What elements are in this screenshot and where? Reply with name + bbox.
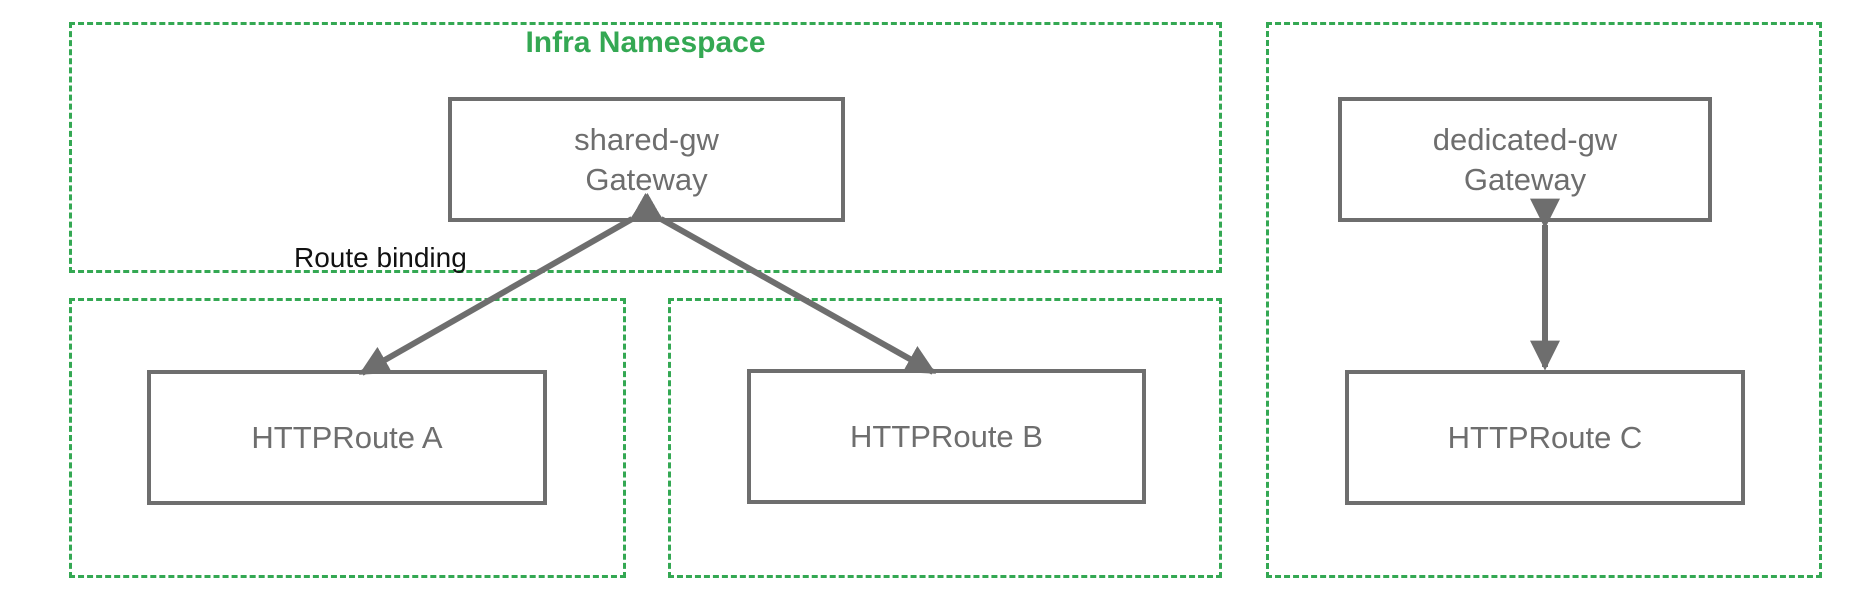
resource-box-httproute-c[interactable]: HTTPRoute C	[1345, 370, 1745, 505]
resource-kind-dedicated-gw: Gateway	[1463, 161, 1587, 197]
resource-name-dedicated-gw: dedicated-gw	[1432, 121, 1618, 157]
namespace-box-c	[1266, 22, 1822, 578]
resource-box-httproute-b[interactable]: HTTPRoute B	[747, 369, 1146, 504]
namespace-label-infra: Infra Namespace	[525, 26, 766, 59]
resource-name-httproute-a: HTTPRoute A	[251, 419, 443, 455]
resource-kind-shared-gw: Gateway	[585, 161, 708, 197]
edge-label-route-binding: Route binding	[294, 242, 467, 273]
namespace-box-a	[69, 298, 626, 578]
resource-name-shared-gw: shared-gw	[574, 121, 719, 157]
resource-box-shared-gw[interactable]: shared-gw Gateway	[448, 97, 845, 222]
resource-box-dedicated-gw[interactable]: dedicated-gw Gateway	[1338, 97, 1712, 222]
resource-name-httproute-c: HTTPRoute C	[1447, 419, 1643, 455]
resource-box-httproute-a[interactable]: HTTPRoute A	[147, 370, 547, 505]
namespace-box-b	[668, 298, 1222, 578]
resource-name-httproute-b: HTTPRoute B	[850, 418, 1043, 454]
